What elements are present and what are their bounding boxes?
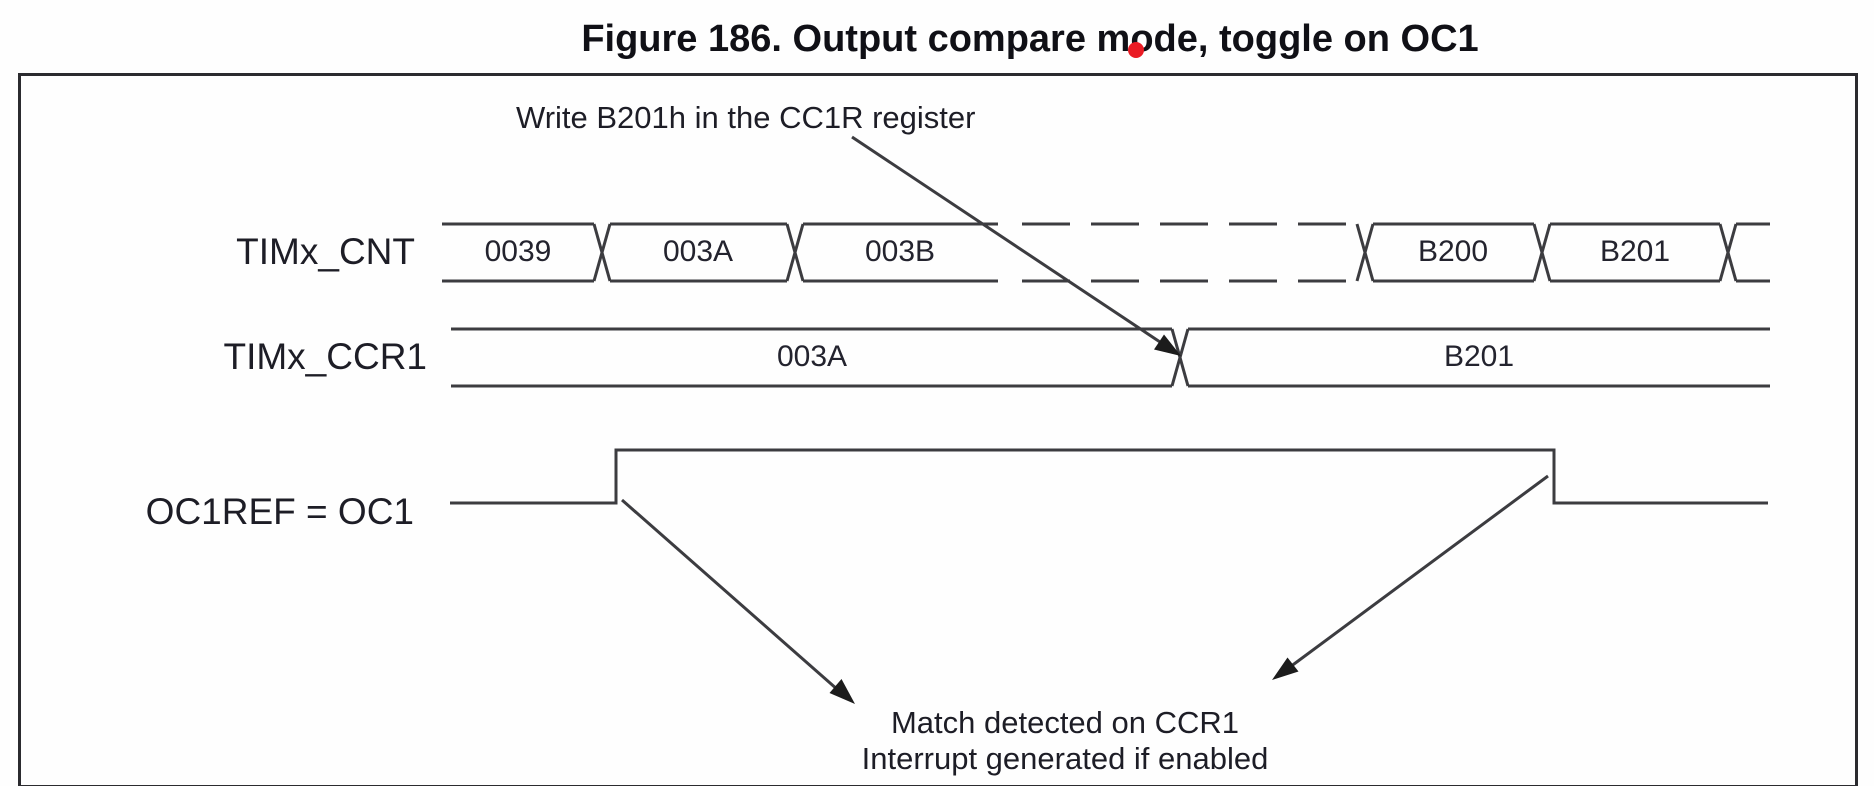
oc1ref-row-label: OC1REF = OC1: [145, 491, 414, 532]
cnt-value-B201: B201: [1599, 235, 1671, 268]
cnt-value-003B: 003B: [864, 235, 936, 268]
cnt-value-B200: B200: [1417, 235, 1489, 268]
cnt-value-003A: 003A: [662, 235, 734, 268]
ccr1-bus-lines: [451, 327, 1770, 388]
oc1ref-waveform: [450, 448, 1768, 505]
match-arrow-right: [1272, 474, 1549, 680]
ccr1-value-B201: B201: [1443, 340, 1515, 373]
cnt-value-0039: 0039: [484, 235, 552, 268]
figure-title: Figure 186. Output compare mode, toggle …: [581, 18, 1479, 60]
match-arrow-left: [621, 498, 855, 704]
red-cursor-dot: [1128, 42, 1144, 58]
match-annotation: Match detected on CCR1 Interrupt generat…: [835, 705, 1295, 777]
write-ccr-annotation: Write B201h in the CC1R register: [516, 100, 976, 135]
write-arrow: [851, 135, 1181, 356]
cnt-row-label: TIMx_CNT: [236, 231, 415, 272]
ccr1-value-003A: 003A: [776, 340, 848, 373]
ccr1-row-label: TIMx_CCR1: [223, 336, 427, 377]
match-annotation-line1: Match detected on CCR1: [890, 705, 1240, 740]
match-annotation-line2: Interrupt generated if enabled: [861, 741, 1269, 776]
cnt-bus-lines: [442, 222, 1770, 283]
